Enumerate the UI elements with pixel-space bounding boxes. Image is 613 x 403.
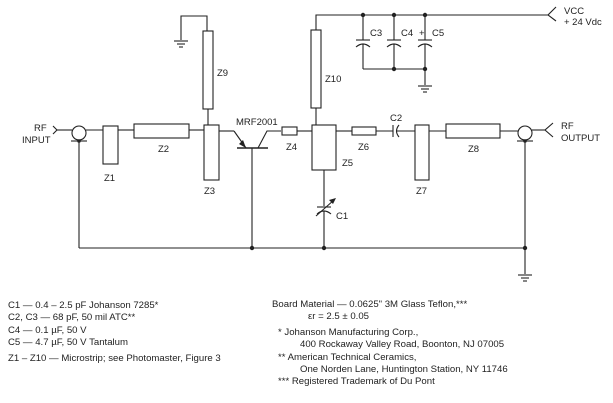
footnote-1-address: 400 Rockaway Valley Road, Boonton, NJ 07… <box>300 339 505 351</box>
transistor-mrf2001-icon <box>233 130 281 248</box>
c3-label: C3 <box>370 28 382 39</box>
transistor-label: MRF2001 <box>236 117 278 128</box>
rf-input-connector <box>52 125 72 135</box>
c1-variable-capacitor-icon <box>315 198 336 217</box>
circuit-schematic: RF INPUT Z1 Z2 Z3 Z9 MRF2001 Z4 Z5 <box>22 6 602 282</box>
z7-label: Z7 <box>416 186 427 197</box>
rf-input-label-2: INPUT <box>22 135 51 146</box>
parts-list: C1 — 0.4 – 2.5 pF Johanson 7285* C2, C3 … <box>8 300 221 365</box>
vcc-value-label: + 24 Vdc <box>564 17 602 28</box>
output-coax-icon <box>517 125 533 143</box>
vcc-connector <box>547 6 557 22</box>
footnote-2-name: ** American Technical Ceramics, <box>278 351 417 363</box>
rf-output-connector <box>544 122 554 138</box>
vcc-label: VCC <box>564 6 584 17</box>
rf-output-label-2: OUTPUT <box>561 133 600 144</box>
z2-microstrip <box>133 123 190 139</box>
z4-microstrip <box>281 126 298 136</box>
z8-label: Z8 <box>468 144 479 155</box>
c1-label: C1 <box>336 211 348 222</box>
z9-label: Z9 <box>217 68 228 79</box>
footnote-2-address: One Norden Lane, Huntington Station, NY … <box>300 364 508 376</box>
part-note: Z1 – Z10 — Microstrip; see Photomaster, … <box>8 352 221 364</box>
input-coax-icon <box>71 125 87 143</box>
z7-microstrip <box>414 124 430 181</box>
z1-microstrip <box>102 125 119 165</box>
rf-output-label-1: RF <box>561 121 574 132</box>
c5-polarity-label: + <box>419 28 425 39</box>
z3-label: Z3 <box>204 186 215 197</box>
ground-icon <box>518 274 532 282</box>
board-notes: Board Material — 0.0625" 3M Glass Teflon… <box>272 299 508 389</box>
z4-label: Z4 <box>286 142 297 153</box>
z8-microstrip <box>445 123 501 139</box>
z10-microstrip <box>310 29 322 109</box>
ground-icon <box>418 85 432 93</box>
z5-label: Z5 <box>342 158 353 169</box>
ground-icon <box>174 40 188 48</box>
c5-label: C5 <box>432 28 444 39</box>
z10-label: Z10 <box>325 74 341 85</box>
part-note: C1 — 0.4 – 2.5 pF Johanson 7285* <box>8 300 159 311</box>
part-note: C4 — 0.1 µF, 50 V <box>8 324 87 336</box>
z6-label: Z6 <box>358 142 369 153</box>
part-note: C2, C3 — 68 pF, 50 mil ATC** <box>8 312 136 324</box>
c4-label: C4 <box>401 28 413 39</box>
z9-microstrip <box>202 30 214 110</box>
part-note: C5 — 4.7 µF, 50 V Tantalum <box>8 337 129 349</box>
z6-microstrip <box>351 126 377 136</box>
z2-label: Z2 <box>158 144 169 155</box>
footnote-3: *** Registered Trademark of Du Pont <box>278 376 435 388</box>
board-material: Board Material — 0.0625" 3M Glass Teflon… <box>272 299 468 310</box>
z5-microstrip <box>311 124 337 171</box>
z1-label: Z1 <box>104 173 115 184</box>
z3-microstrip <box>203 124 220 181</box>
rf-input-label-1: RF <box>34 123 47 134</box>
board-dielectric: εr = 2.5 ± 0.05 <box>308 311 370 323</box>
c2-label: C2 <box>390 113 402 124</box>
footnote-1-name: * Johanson Manufacturing Corp., <box>278 326 419 338</box>
